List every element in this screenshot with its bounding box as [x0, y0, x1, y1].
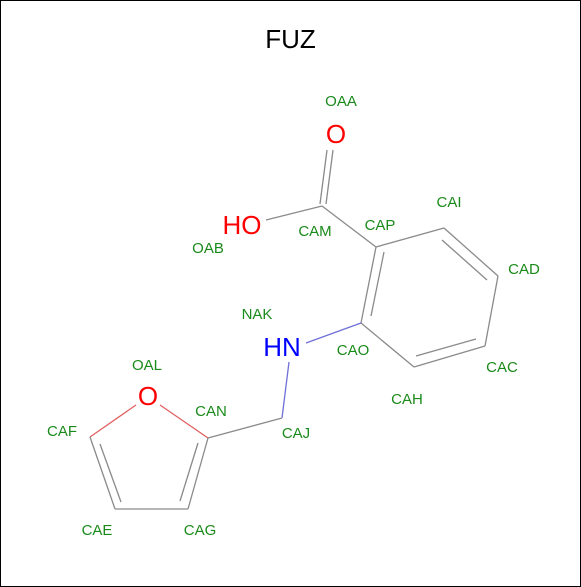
bond-cag-can: [187, 437, 209, 510]
bond-cag-can-inner: [179, 442, 199, 502]
atom-label-cah: CAH: [391, 391, 423, 408]
atom-label-cac: CAC: [486, 359, 518, 376]
oxygen-atom-carbonyl: O: [326, 119, 346, 149]
bond-cao-cap-inner: [370, 251, 385, 317]
bond-cah-cao: [360, 322, 415, 368]
atom-label-cag: CAG: [184, 522, 217, 539]
bond-cap-cai: [375, 227, 445, 248]
bond-cao-nak: [305, 322, 362, 344]
bond-caj-can: [207, 417, 283, 439]
bond-cam-oaa-a: [319, 149, 328, 205]
atom-label-caj: CAJ: [282, 425, 310, 442]
bond-cad-cac: [484, 275, 499, 347]
bond-cai-cad-inner: [441, 239, 488, 281]
bond-cam-oaa-b: [325, 149, 334, 205]
bond-cam-oab: [265, 205, 323, 221]
atom-label-nak: NAK: [242, 306, 273, 323]
bond-cai-cad: [443, 227, 499, 277]
bond-oal-caf: [89, 404, 137, 438]
atom-label-cap: CAP: [365, 217, 396, 234]
bond-can-oal: [159, 404, 209, 439]
atom-label-caf: CAF: [47, 423, 77, 440]
bond-cac-cah: [413, 345, 486, 368]
bond-cao-cap: [360, 246, 377, 324]
oxygen-atom-furan: O: [138, 381, 158, 411]
atom-label-cao: CAO: [337, 342, 370, 359]
atom-label-can: CAN: [195, 403, 227, 420]
atom-label-cae: CAE: [82, 522, 113, 539]
hydroxyl-group: HO: [223, 210, 262, 240]
molecule-title: FUZ: [265, 24, 316, 54]
atom-label-oal: OAL: [132, 357, 162, 374]
bond-caf-cae: [89, 436, 116, 510]
atom-label-cad: CAD: [508, 261, 540, 278]
atom-label-cai: CAI: [436, 194, 461, 211]
atom-label-cam: CAM: [298, 223, 331, 240]
atom-label-oaa: OAA: [325, 93, 357, 110]
amine-group: HN: [263, 332, 301, 362]
bond-cam-cap: [321, 205, 377, 248]
bond-caf-cae-inner: [99, 443, 122, 503]
bond-nak-caj: [281, 361, 290, 419]
atom-label-oab: OAB: [192, 240, 224, 257]
bond-cac-cah-inner: [415, 338, 477, 357]
